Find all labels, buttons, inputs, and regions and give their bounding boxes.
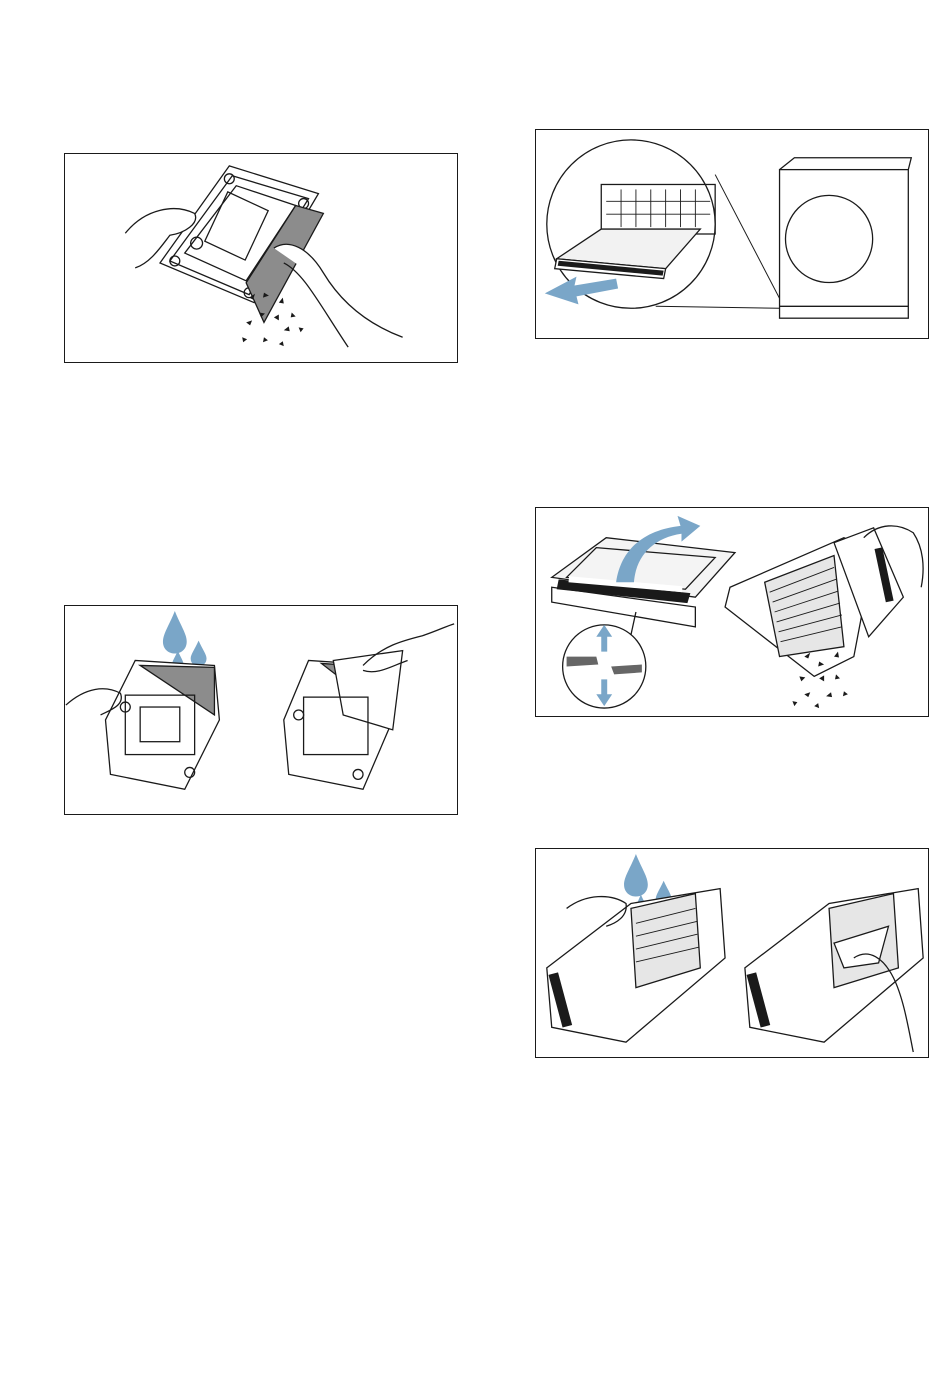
rinse-wipe-drawing: [65, 606, 457, 814]
open-fine-filter-illustration: [535, 507, 929, 717]
remove-filter-drawer-illustration: [535, 129, 929, 339]
filter-emptying-drawing: [65, 154, 457, 362]
rinse-and-wipe-filter-illustration: [64, 605, 458, 815]
dryer-drawer-drawing: [536, 130, 928, 338]
fine-filter-rinse-drawing: [536, 849, 928, 1057]
empty-lint-filter-illustration: [64, 153, 458, 363]
rinse-and-wipe-fine-filter-illustration: [535, 848, 929, 1058]
fine-filter-open-drawing: [536, 508, 928, 716]
